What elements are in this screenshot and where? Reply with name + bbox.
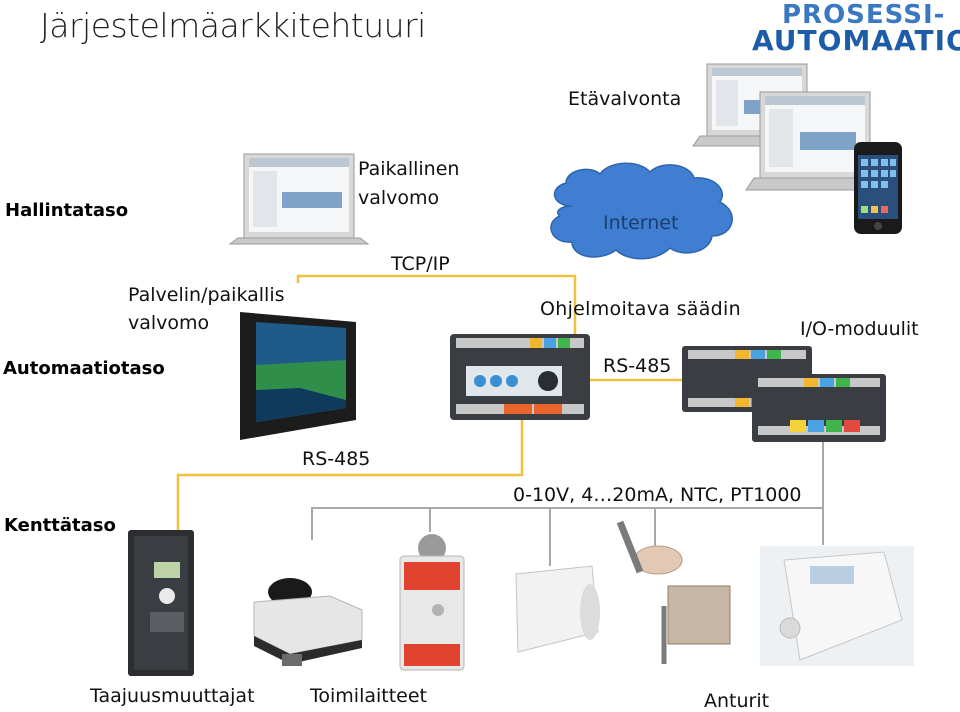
field-signal-lines [311, 442, 824, 566]
vfd-label: Taajuusmuuttajat [90, 685, 255, 707]
local-monitoring-label-line2: valvomo [358, 187, 440, 209]
logo-line-2: AUTOMAATIO [752, 24, 960, 57]
local-monitoring-laptop [228, 153, 370, 245]
company-logo: PROSESSI- AUTOMAATIO [752, 0, 960, 57]
sensors-label: Anturit [704, 690, 770, 712]
rs485-left-label: RS-485 [302, 448, 371, 470]
rs485-right-label: RS-485 [603, 355, 672, 377]
smartphone [854, 142, 902, 234]
panel-pc-monitor [240, 312, 356, 440]
internet-cloud-icon [550, 162, 733, 260]
room-temperature-sensor [515, 565, 600, 653]
valve-actuator [253, 578, 363, 666]
field-level-label: Kenttätaso [4, 515, 116, 536]
damper-actuator [399, 534, 465, 671]
actuators-label: Toimilaitteet [310, 685, 427, 707]
internet-label: Internet [603, 212, 679, 234]
programmable-controller [450, 334, 590, 420]
duct-temperature-sensor [616, 520, 731, 664]
local-monitoring-label-line1: Paikallinen [358, 158, 460, 180]
management-level-label: Hallintataso [5, 200, 129, 221]
controller-label: Ohjelmoitava säädin [540, 298, 741, 320]
frequency-converter [128, 530, 194, 676]
remote-monitoring-label: Etävalvonta [568, 88, 682, 110]
io-modules-label: I/O-moduulit [800, 318, 919, 340]
signals-label: 0-10V, 4…20mA, NTC, PT1000 [513, 484, 802, 506]
tcpip-label: TCP/IP [391, 253, 450, 275]
automation-level-label: Automaatiotaso [3, 358, 165, 379]
server-label-line1: Palvelin/paikallis [128, 284, 285, 306]
logo-line-1: PROSESSI- [782, 0, 946, 30]
server-label-line2: valvomo [128, 312, 210, 334]
page-title: Järjestelmäarkkitehtuuri [40, 6, 426, 45]
io-module-2 [752, 374, 886, 442]
remote-laptop-2 [745, 91, 885, 191]
differential-pressure-transmitter [760, 546, 914, 666]
